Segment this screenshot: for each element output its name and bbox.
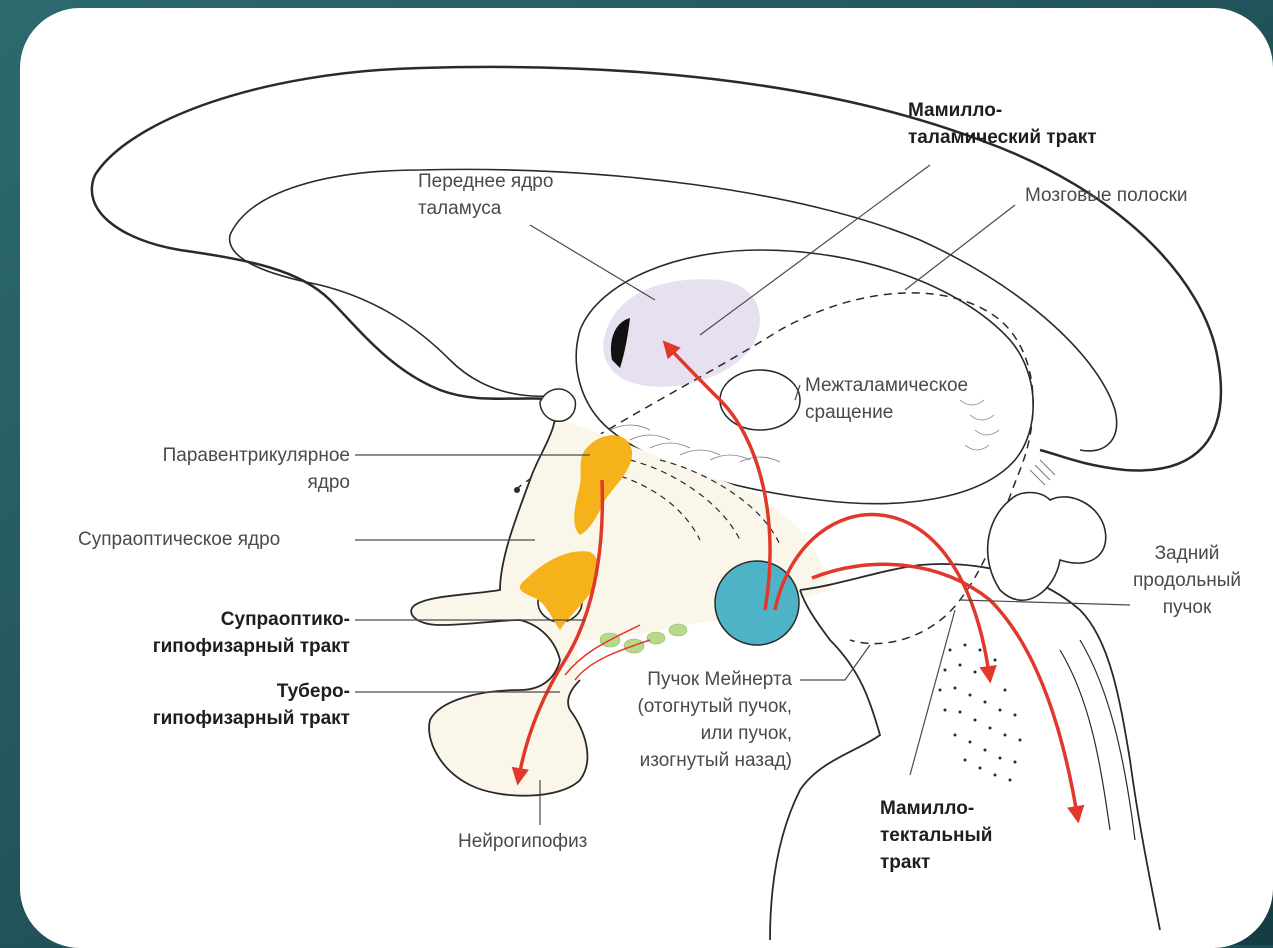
- anterior-commissure: [540, 389, 575, 421]
- pineal-hatch: [1030, 460, 1055, 485]
- tegmentum-lines: [1060, 640, 1135, 840]
- brainstem-outline: [770, 564, 1160, 940]
- stria-dot: [514, 487, 520, 493]
- label-mamillo-tectal-tract: Мамилло- тектальный тракт: [880, 795, 992, 876]
- label-stria-medullaris: Мозговые полоски: [1025, 182, 1188, 209]
- mamillo-tectal-tract-arrow-1: [775, 514, 990, 680]
- label-interthalamic-adhesion: Межталамическое сращение: [805, 372, 968, 426]
- posterior-commissure-lobes: [988, 493, 1106, 601]
- label-meynert-fasciculus: Пучок Мейнерта (отогнутый пучок, или пуч…: [560, 666, 792, 774]
- label-neurohypophysis: Нейрогипофиз: [458, 828, 587, 855]
- interthalamic-adhesion: [720, 370, 800, 430]
- label-anterior-thalamic-nucleus: Переднее ядро таламуса: [418, 168, 553, 222]
- label-tubero-hypophyseal-tract: Туберо- гипофизарный тракт: [100, 678, 350, 732]
- label-posterior-longitudinal-fasciculus: Задний продольный пучок: [1112, 540, 1262, 621]
- label-supraoptic-hypophyseal-tract: Супраоптико- гипофизарный тракт: [100, 606, 350, 660]
- reticular-dotted-area: [939, 644, 1022, 782]
- label-paraventricular-nucleus: Паравентрикулярное ядро: [100, 442, 350, 496]
- label-mamillo-thalamic-tract: Мамилло- таламический тракт: [908, 97, 1097, 151]
- label-supraoptic-nucleus: Супраоптическое ядро: [78, 526, 280, 553]
